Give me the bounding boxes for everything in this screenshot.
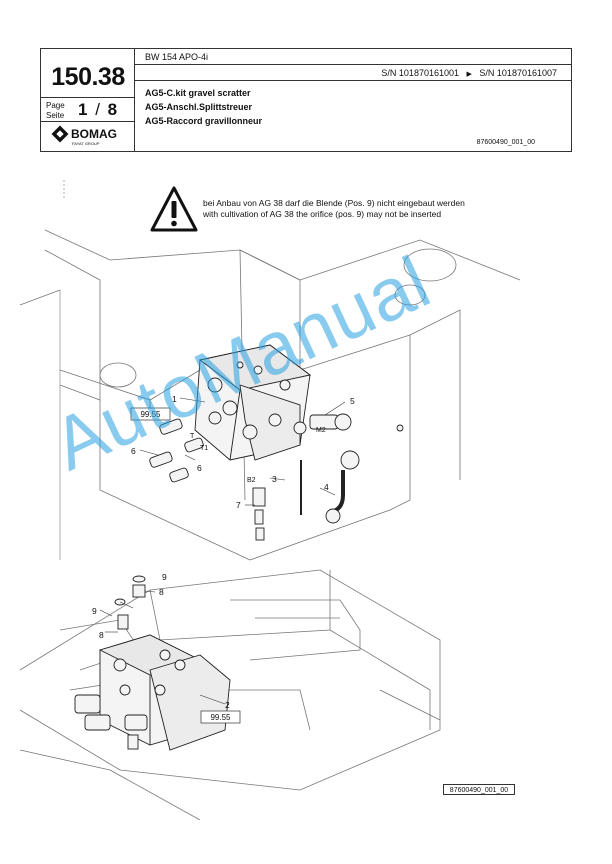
divider [135,80,571,81]
callout-2: 2 [225,700,230,710]
port-label-M2: M2 [316,427,326,434]
title-fr: AG5-Raccord gravillonneur [145,116,263,126]
title-block: 150.38 Page Seite 1 / 8 BOMAG FAYAT GROU… [40,48,572,152]
part-titles: AG5-C.kit gravel scratter AG5-Anschl.Spl… [145,86,262,128]
page-label: Page Seite [46,101,65,120]
page-indicator: 1 / 8 [78,100,118,119]
callout-6b: 6 [197,463,202,473]
callout-5: 5 [350,396,355,406]
divider [135,64,571,65]
divider [41,97,135,98]
port-label-B2: B2 [247,477,256,484]
callout-8b: 8 [99,630,104,640]
warning-text-en: with cultivation of AG 38 the orifice (p… [203,209,442,219]
title-en: AG5-C.kit gravel scratter [145,88,251,98]
bomag-logo: BOMAG FAYAT GROUP [51,125,117,146]
warning-text-de: bei Anbau von AG 38 darf die Blende (Pos… [203,198,465,208]
svg-text:BOMAG: BOMAG [71,127,117,141]
callout-3: 3 [272,474,277,484]
callout-8a: 8 [159,587,164,597]
svg-text:FAYAT GROUP: FAYAT GROUP [72,141,100,146]
doc-id-panel: 150.38 Page Seite 1 / 8 BOMAG FAYAT GROU… [41,49,135,151]
title-de: AG5-Anschl.Splittstreuer [145,102,253,112]
callout-7: 7 [236,500,241,510]
ref-box-upper [130,407,171,421]
callout-9a: 9 [162,572,167,582]
doc-reference: 87600490_001_00 [476,139,535,146]
callout-9b: 9 [92,606,97,616]
serial-range: S/N 101870161001 ▶ S/N 101870161007 [381,68,557,78]
warning-text: bei Anbau von AG 38 darf die Blende (Pos… [203,198,465,220]
callout-6a: 6 [131,446,136,456]
ref-box-upper-text: 99.55 [140,410,161,419]
port-label-T1: T1 [200,445,208,452]
doc-number: 150.38 [51,63,125,91]
port-label-T: T [190,433,195,440]
callout-1: 1 [172,394,177,404]
page-number: 1 [78,100,88,119]
machine-model: BW 154 APO-4i [145,52,209,62]
page-total: 8 [107,100,118,119]
exploded-view-drawing: 1 2 3 4 5 6 6 7 8 8 9 9 T T1 B2 M2 99.55… [19,180,521,820]
ref-box-lower-text: 99.55 [210,713,231,722]
drawing-reference: 87600490_001_00 [443,784,515,795]
warning-triangle-icon [150,186,198,232]
callout-4: 4 [324,482,329,492]
ref-box-lower [200,710,241,724]
divider [41,121,135,122]
